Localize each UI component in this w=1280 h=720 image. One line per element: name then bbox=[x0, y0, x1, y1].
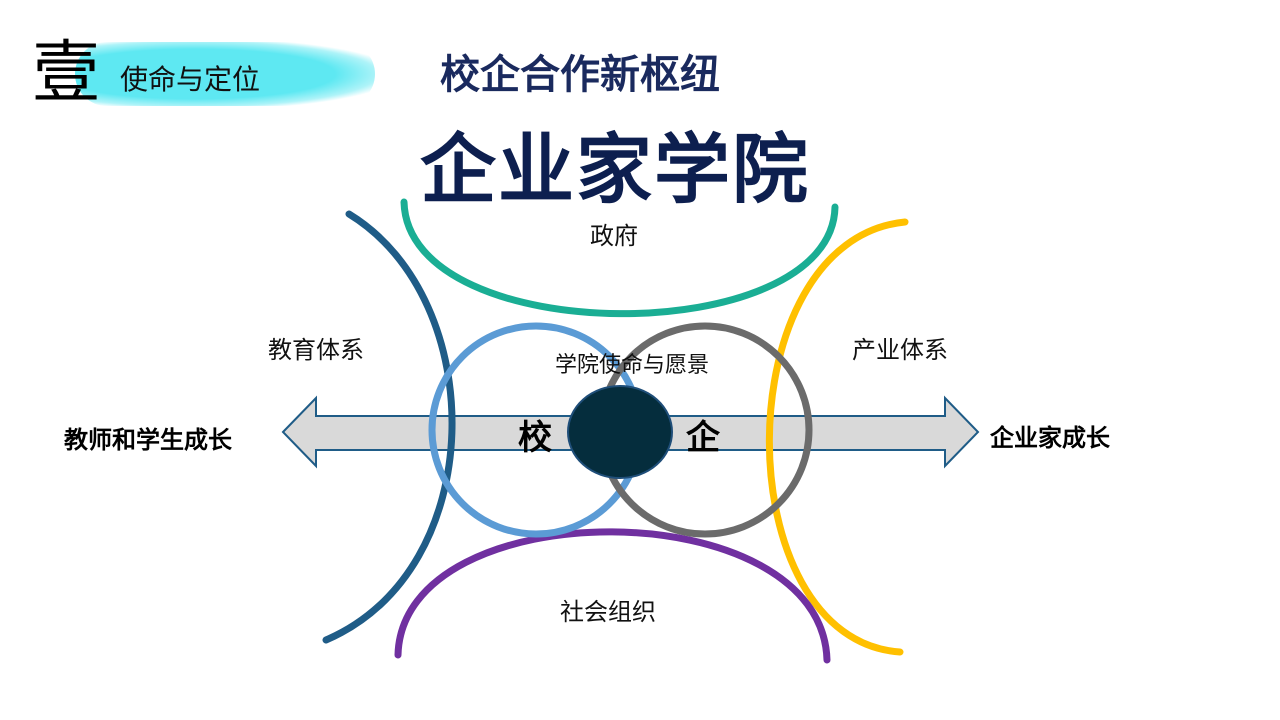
core-ellipse bbox=[567, 385, 673, 479]
label-enterprise: 企 bbox=[686, 418, 720, 458]
label-society: 社会组织 bbox=[560, 598, 656, 626]
label-school: 校 bbox=[518, 418, 552, 458]
label-education: 教育体系 bbox=[268, 336, 364, 364]
education-arc bbox=[322, 210, 456, 644]
page-subtitle: 校企合作新枢纽 bbox=[440, 52, 720, 98]
government-arc bbox=[400, 198, 839, 318]
label-mission: 学院使命与愿景 bbox=[555, 353, 710, 378]
society-arc bbox=[394, 528, 831, 664]
brush-stroke-decoration bbox=[75, 42, 375, 106]
page-title: 企业家学院 bbox=[420, 125, 810, 214]
section-number: 壹 bbox=[32, 34, 101, 113]
industry-arc bbox=[765, 218, 909, 656]
label-entrepreneur-growth: 企业家成长 bbox=[990, 424, 1110, 452]
label-industry: 产业体系 bbox=[852, 336, 948, 364]
label-teacher-student-growth: 教师和学生成长 bbox=[64, 426, 232, 454]
section-title: 使命与定位 bbox=[120, 63, 261, 96]
label-government: 政府 bbox=[590, 222, 638, 250]
